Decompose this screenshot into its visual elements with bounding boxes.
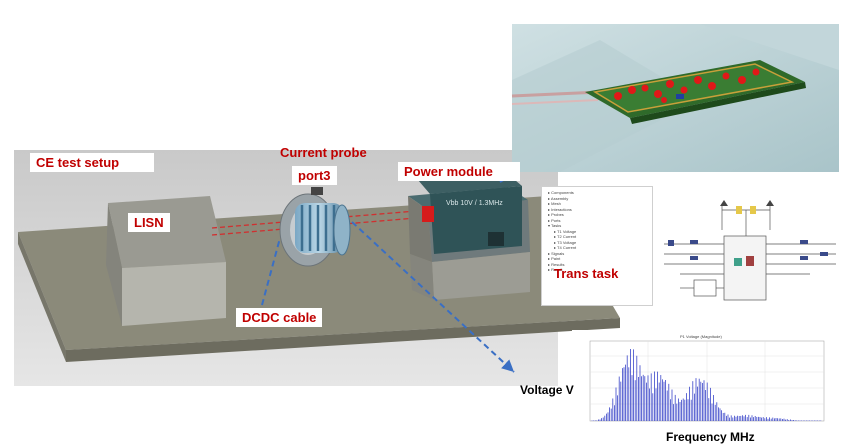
arrow-to-cable xyxy=(261,237,281,306)
current-probe-coil xyxy=(279,187,351,267)
trans-task-label: Trans task xyxy=(554,266,619,281)
lisn-label: LISN xyxy=(128,213,170,232)
power-module-box: Vbb 10V / 1.3MHz xyxy=(408,174,530,300)
svg-text:Vbb 10V / 1.3MHz: Vbb 10V / 1.3MHz xyxy=(446,200,503,207)
frequency-mhz-label: Frequency MHz xyxy=(666,430,755,444)
current-probe-label: Current probe xyxy=(280,145,367,160)
port3-label: port3 xyxy=(292,166,337,185)
pcb-board xyxy=(585,60,806,124)
lisn-box xyxy=(106,196,226,326)
voltage-v-label: Voltage V xyxy=(520,383,574,397)
project-tree-panel: ▸ Components▸ Assembly▸ Mesh ▸ Interacti… xyxy=(541,186,653,306)
power-module-label: Power module xyxy=(398,162,520,181)
svg-text:P1 Voltage (Magnitude): P1 Voltage (Magnitude) xyxy=(680,334,722,339)
ce-test-setup-label: CE test setup xyxy=(30,153,154,172)
dcdc-cable-label: DCDC cable xyxy=(236,308,323,327)
arrow-to-voltage xyxy=(351,221,515,373)
